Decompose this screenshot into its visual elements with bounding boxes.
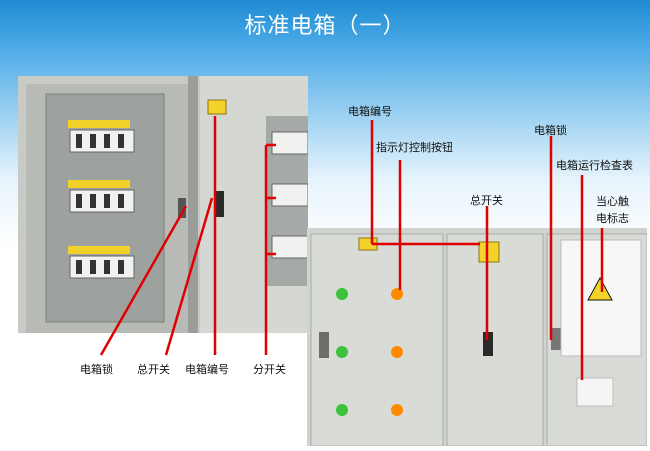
- label-lock-left: 电箱锁: [80, 363, 113, 376]
- label-sub-switch: 分开关: [253, 363, 286, 376]
- open-cabinet-photo: [18, 76, 308, 333]
- label-main-switch-left: 总开关: [137, 363, 170, 376]
- label-box-number-left: 电箱编号: [185, 363, 229, 376]
- label-box-number-right: 电箱编号: [348, 105, 392, 118]
- label-lock-right: 电箱锁: [534, 124, 567, 137]
- label-indicator-button: 指示灯控制按钮: [376, 141, 453, 154]
- label-shock-sign-line1: 当心触: [596, 195, 629, 208]
- label-shock-sign-line2: 电标志: [596, 212, 629, 225]
- label-main-switch-right: 总开关: [470, 194, 503, 207]
- label-checklist: 电箱运行检查表: [556, 159, 633, 172]
- closed-cabinet-photo: [307, 228, 647, 446]
- page-title: 标准电箱（一）: [244, 14, 406, 39]
